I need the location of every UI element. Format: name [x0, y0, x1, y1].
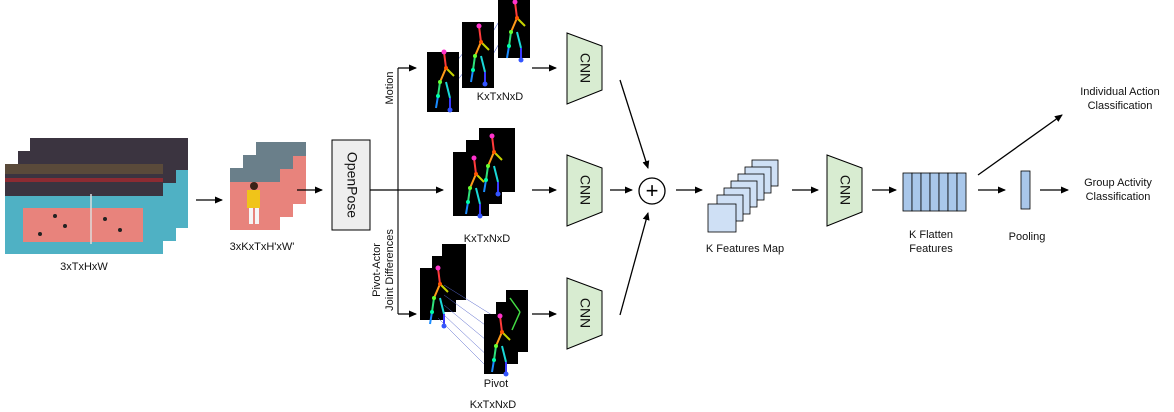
pose-frames [453, 128, 515, 220]
motion-dims-label: KxTxNxD [477, 91, 524, 103]
flatten-features [902, 172, 967, 212]
cropped-clips-label: 3xKxTxH'xW' [230, 241, 295, 253]
input-video-label: 3xTxHxW [60, 261, 108, 273]
input-video-stack [5, 138, 188, 254]
pivot-branch-label-line1: Pivot-Actor [371, 243, 383, 297]
motion-frames [427, 0, 530, 114]
flatten-label-line1: K Flatten [909, 229, 953, 241]
pivot-label: Pivot [484, 378, 508, 390]
individual-action-line1: Individual Action [1080, 86, 1160, 98]
cropped-clip-frame [230, 168, 280, 230]
flatten-label-line2: Features [909, 243, 953, 255]
group-activity-line1: Group Activity [1084, 177, 1152, 189]
sum-symbol: + [646, 178, 659, 203]
cnn-pivot-label: CNN [577, 298, 593, 328]
sum-node: + [638, 177, 666, 205]
pose-dims-label: KxTxNxD [464, 233, 511, 245]
cnn-fusion: CNN [826, 154, 863, 227]
feature-maps-stack [707, 159, 779, 233]
cnn-pose-label: CNN [577, 175, 593, 205]
pooling-label: Pooling [1009, 231, 1046, 243]
cnn-motion-label: CNN [577, 53, 593, 83]
cropped-clips-stack [230, 142, 306, 230]
pivot-dims-label: KxTxNxD [470, 399, 517, 411]
pooling-block [1020, 170, 1031, 210]
cnn-fusion-label: CNN [837, 175, 853, 205]
motion-branch-label: Motion [384, 71, 396, 104]
cnn-pivot: CNN [566, 277, 603, 350]
feature-map-label: K Features Map [706, 243, 784, 255]
cnn-motion: CNN [566, 32, 603, 105]
openpose-block: OpenPose [331, 139, 371, 231]
cnn-pose: CNN [566, 154, 603, 227]
group-activity-line2: Classification [1086, 191, 1151, 203]
pivot-branch-label-line2: Joint Differences [384, 229, 396, 311]
openpose-label: OpenPose [344, 152, 360, 218]
pivot-frames [420, 244, 528, 378]
individual-action-line2: Classification [1088, 100, 1153, 112]
input-video-frame [5, 164, 163, 254]
